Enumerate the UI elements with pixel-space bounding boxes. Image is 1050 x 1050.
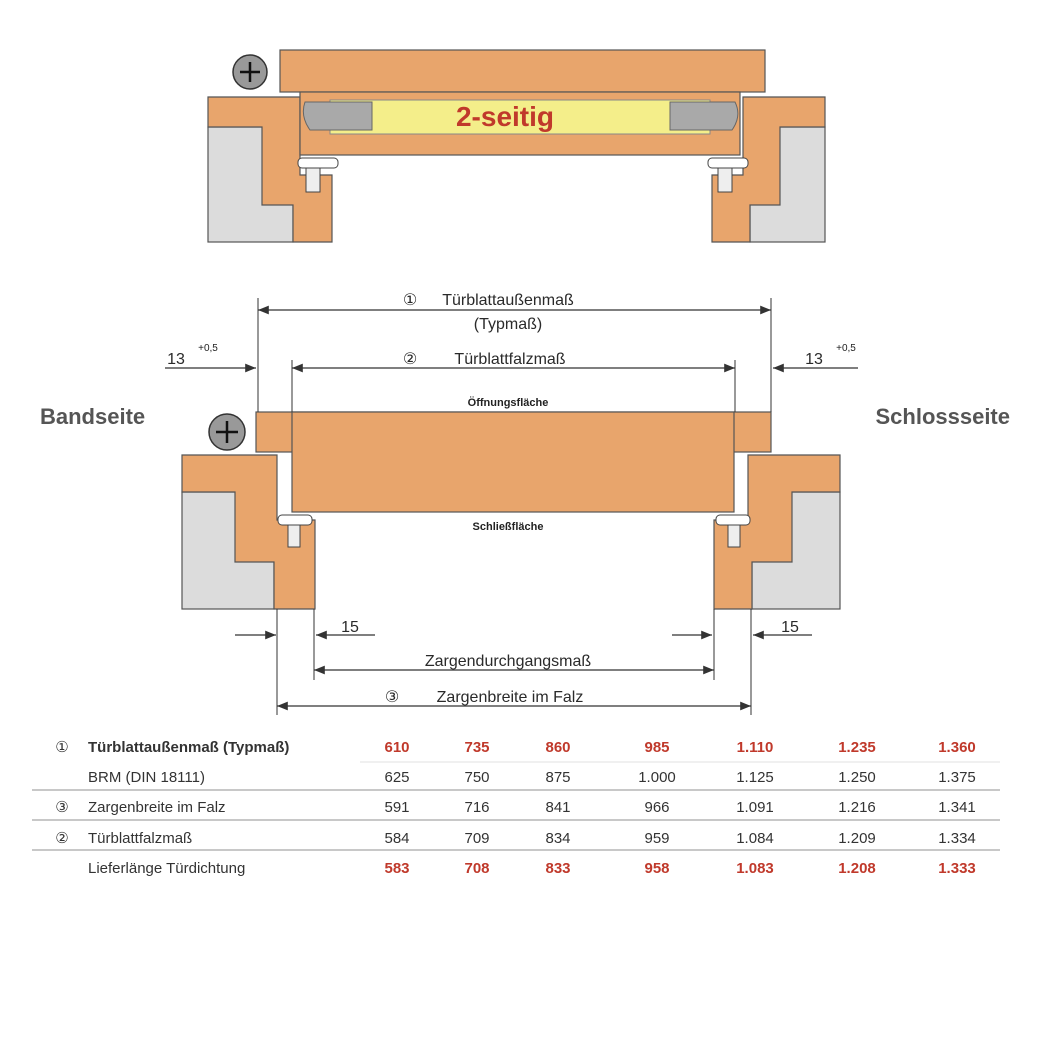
table-cell: 1.209 [838, 830, 876, 847]
falz-label: Türblattfalzmaß [454, 351, 565, 368]
table-cell: 709 [464, 830, 489, 847]
left-hinge-block [302, 101, 373, 131]
table-cell: 958 [644, 860, 669, 877]
mid-right-gasket-clip [727, 524, 741, 548]
table-cell: 1.333 [938, 860, 976, 877]
table-cell: 1.110 [737, 739, 774, 756]
table-cell: 833 [545, 860, 570, 877]
seal-strip [329, 99, 711, 135]
table-cell: 625 [384, 769, 409, 786]
table-cell: 860 [545, 739, 570, 756]
right-gasket-clip [717, 167, 733, 193]
outer-num: ① [403, 292, 417, 309]
mid-right-frame [713, 454, 841, 610]
zarge-num: ③ [385, 689, 399, 706]
falz-num: ② [403, 351, 417, 368]
left-tol-label: +0,5 [198, 343, 218, 354]
table-row-num: ② [55, 830, 68, 847]
table-cell: 1.208 [838, 860, 876, 877]
table-cell: 716 [464, 799, 489, 816]
durchgang-label: Zargendurchgangsmaß [425, 653, 592, 670]
table-cell: 750 [464, 769, 489, 786]
mid-door-leaf [291, 411, 735, 513]
table-cell: 1.000 [638, 769, 676, 786]
table-cell: 966 [644, 799, 669, 816]
table-cell: 1.334 [938, 830, 976, 847]
top-badge-text: 2-seitig [456, 101, 554, 132]
top-section: 2-seitig [207, 49, 826, 243]
outer-sub-label: (Typmaß) [474, 316, 542, 333]
table-row-num: ① [55, 739, 68, 756]
right-gasket [707, 157, 749, 169]
plus-circle-icon [208, 413, 246, 451]
mid-left-frame [181, 454, 316, 610]
left-13-label: 13 [167, 351, 185, 368]
plus-circle-icon [232, 54, 268, 90]
table-row-label: Lieferlänge Türdichtung [88, 860, 245, 877]
table-cell: 1.360 [938, 739, 976, 756]
table-cell: 708 [464, 860, 489, 877]
table-cell: 1.083 [736, 860, 774, 877]
schliess-label: Schließfläche [473, 521, 544, 533]
mid-left-gasket [277, 514, 313, 526]
table-row-label: Türblattaußenmaß (Typmaß) [88, 739, 289, 756]
top-door-cover [279, 49, 766, 93]
table-cell: 841 [545, 799, 570, 816]
table-row-num: ③ [55, 799, 68, 816]
table-cell: 584 [384, 830, 409, 847]
table-cell: 735 [464, 739, 489, 756]
table-cell: 875 [545, 769, 570, 786]
right-15-label: 15 [781, 619, 799, 636]
bandseite-label: Bandseite [40, 404, 145, 429]
left-gasket-clip [305, 167, 321, 193]
dimension-table: ① Türblattaußenmaß (Typmaß) 610 735 860 985 1.… [32, 739, 1000, 877]
table-cell: 583 [384, 860, 409, 877]
left-gasket [297, 157, 339, 169]
middle-section: ① Türblattaußenmaß (Typmaß) ② Türblattfa… [40, 292, 1010, 715]
right-frame [711, 96, 826, 243]
table-cell: 1.125 [736, 769, 774, 786]
table-cell: 1.250 [838, 769, 876, 786]
table-cell: 1.375 [938, 769, 976, 786]
table-cell: 1.341 [938, 799, 976, 816]
oeffnung-label: Öffnungsfläche [468, 396, 549, 409]
outer-label: Türblattaußenmaß [442, 292, 574, 309]
zarge-label: Zargenbreite im Falz [437, 689, 584, 706]
table-row-label: Türblattfalzmaß [88, 830, 192, 847]
table-cell: 1.235 [838, 739, 876, 756]
table-row-label: Zargenbreite im Falz [88, 799, 226, 816]
table-cell: 834 [545, 830, 570, 847]
right-tol-label: +0,5 [836, 343, 856, 354]
table-cell: 610 [384, 739, 409, 756]
table-row-label: BRM (DIN 18111) [88, 769, 205, 786]
right-lock-block [669, 101, 739, 131]
mid-left-gasket-clip [287, 524, 301, 548]
table-cell: 591 [384, 799, 409, 816]
table-cell: 985 [644, 739, 669, 756]
table-cell: 1.091 [736, 799, 774, 816]
table-cell: 959 [644, 830, 669, 847]
schlossseite-label: Schlossseite [875, 404, 1010, 429]
table-cell: 1.216 [838, 799, 876, 816]
table-cell: 1.084 [736, 830, 774, 847]
left-15-label: 15 [341, 619, 359, 636]
right-13-label: 13 [805, 351, 823, 368]
mid-right-gasket [715, 514, 751, 526]
